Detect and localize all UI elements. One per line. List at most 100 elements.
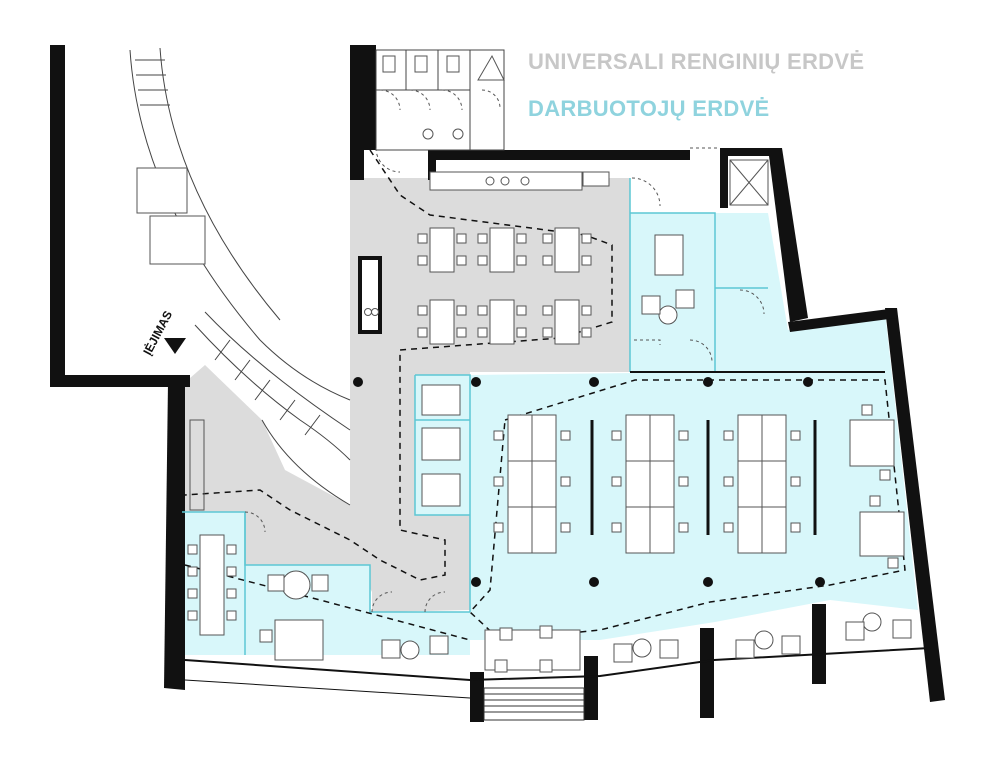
desk (531, 414, 557, 462)
round-table (400, 640, 420, 660)
armchair (892, 619, 912, 639)
chair (723, 430, 734, 441)
desk (761, 460, 787, 508)
chair (226, 610, 237, 621)
structural-column (803, 377, 813, 387)
desk (737, 414, 763, 462)
desk (649, 460, 675, 508)
desk (649, 414, 675, 462)
structural-column (703, 377, 713, 387)
chair (542, 255, 553, 266)
armchair (613, 643, 633, 663)
universal-event-zone (182, 178, 630, 612)
chair (611, 476, 622, 487)
armchair (381, 639, 401, 659)
chair (879, 469, 891, 481)
desk (531, 460, 557, 508)
chair (456, 233, 467, 244)
desk (625, 414, 651, 462)
partitions (182, 178, 885, 655)
entrance-marker: ĮĖJIMAS (139, 308, 186, 357)
armchair (781, 635, 801, 655)
structural-column (703, 577, 713, 587)
chair (226, 566, 237, 577)
desk (761, 506, 787, 554)
dining-table (554, 227, 580, 273)
booth (421, 473, 461, 507)
chair (417, 327, 428, 338)
columns (353, 377, 825, 587)
chair (187, 566, 198, 577)
chair (790, 476, 801, 487)
chair (581, 255, 592, 266)
chair (790, 522, 801, 533)
chair (417, 233, 428, 244)
chair (678, 522, 689, 533)
desk (737, 460, 763, 508)
armchair (659, 639, 679, 659)
chair (493, 476, 504, 487)
desk (737, 506, 763, 554)
chair (611, 430, 622, 441)
chair (611, 522, 622, 533)
booth (421, 384, 461, 416)
chair (678, 430, 689, 441)
chair (187, 588, 198, 599)
bar-counter (358, 256, 382, 334)
chair (887, 557, 899, 569)
structural-column (589, 377, 599, 387)
chair (494, 659, 508, 673)
structural-column (471, 377, 481, 387)
armchair (675, 289, 695, 309)
chair (581, 233, 592, 244)
desk (274, 619, 324, 661)
chair (678, 476, 689, 487)
desk (531, 506, 557, 554)
armchair (735, 639, 755, 659)
armchair (845, 621, 865, 641)
walls (50, 45, 945, 722)
chair (542, 233, 553, 244)
chair (187, 610, 198, 621)
chair (499, 627, 513, 641)
dining-table (489, 227, 515, 273)
structural-column (589, 577, 599, 587)
desk (849, 419, 895, 467)
chair (477, 255, 488, 266)
armchair (429, 635, 449, 655)
furniture (187, 227, 912, 673)
chair (542, 305, 553, 316)
desk (625, 506, 651, 554)
chair (516, 255, 527, 266)
chair (542, 327, 553, 338)
entrance-label: ĮĖJIMAS (139, 308, 175, 357)
curved-stair (129, 47, 351, 506)
chair (259, 629, 273, 643)
zone-boundaries (184, 149, 906, 641)
chair (723, 476, 734, 487)
round-table (754, 630, 774, 650)
round-table (862, 612, 882, 632)
chair (581, 305, 592, 316)
legend-staff-space: DARBUOTOJŲ ERDVĖ (528, 96, 770, 121)
chair (869, 495, 881, 507)
chair (456, 305, 467, 316)
dining-table (489, 299, 515, 345)
kitchen-counter (375, 147, 720, 207)
armchair (267, 574, 285, 592)
chair (790, 430, 801, 441)
structural-column (471, 577, 481, 587)
round-table (658, 305, 678, 325)
chair (560, 430, 571, 441)
meeting-table (199, 534, 225, 636)
armchair (641, 295, 661, 315)
chair (187, 544, 198, 555)
dining-table (554, 299, 580, 345)
chair (861, 404, 873, 416)
chair (516, 305, 527, 316)
round-table (281, 570, 311, 600)
round-table (632, 638, 652, 658)
desk (761, 414, 787, 462)
chair (516, 327, 527, 338)
